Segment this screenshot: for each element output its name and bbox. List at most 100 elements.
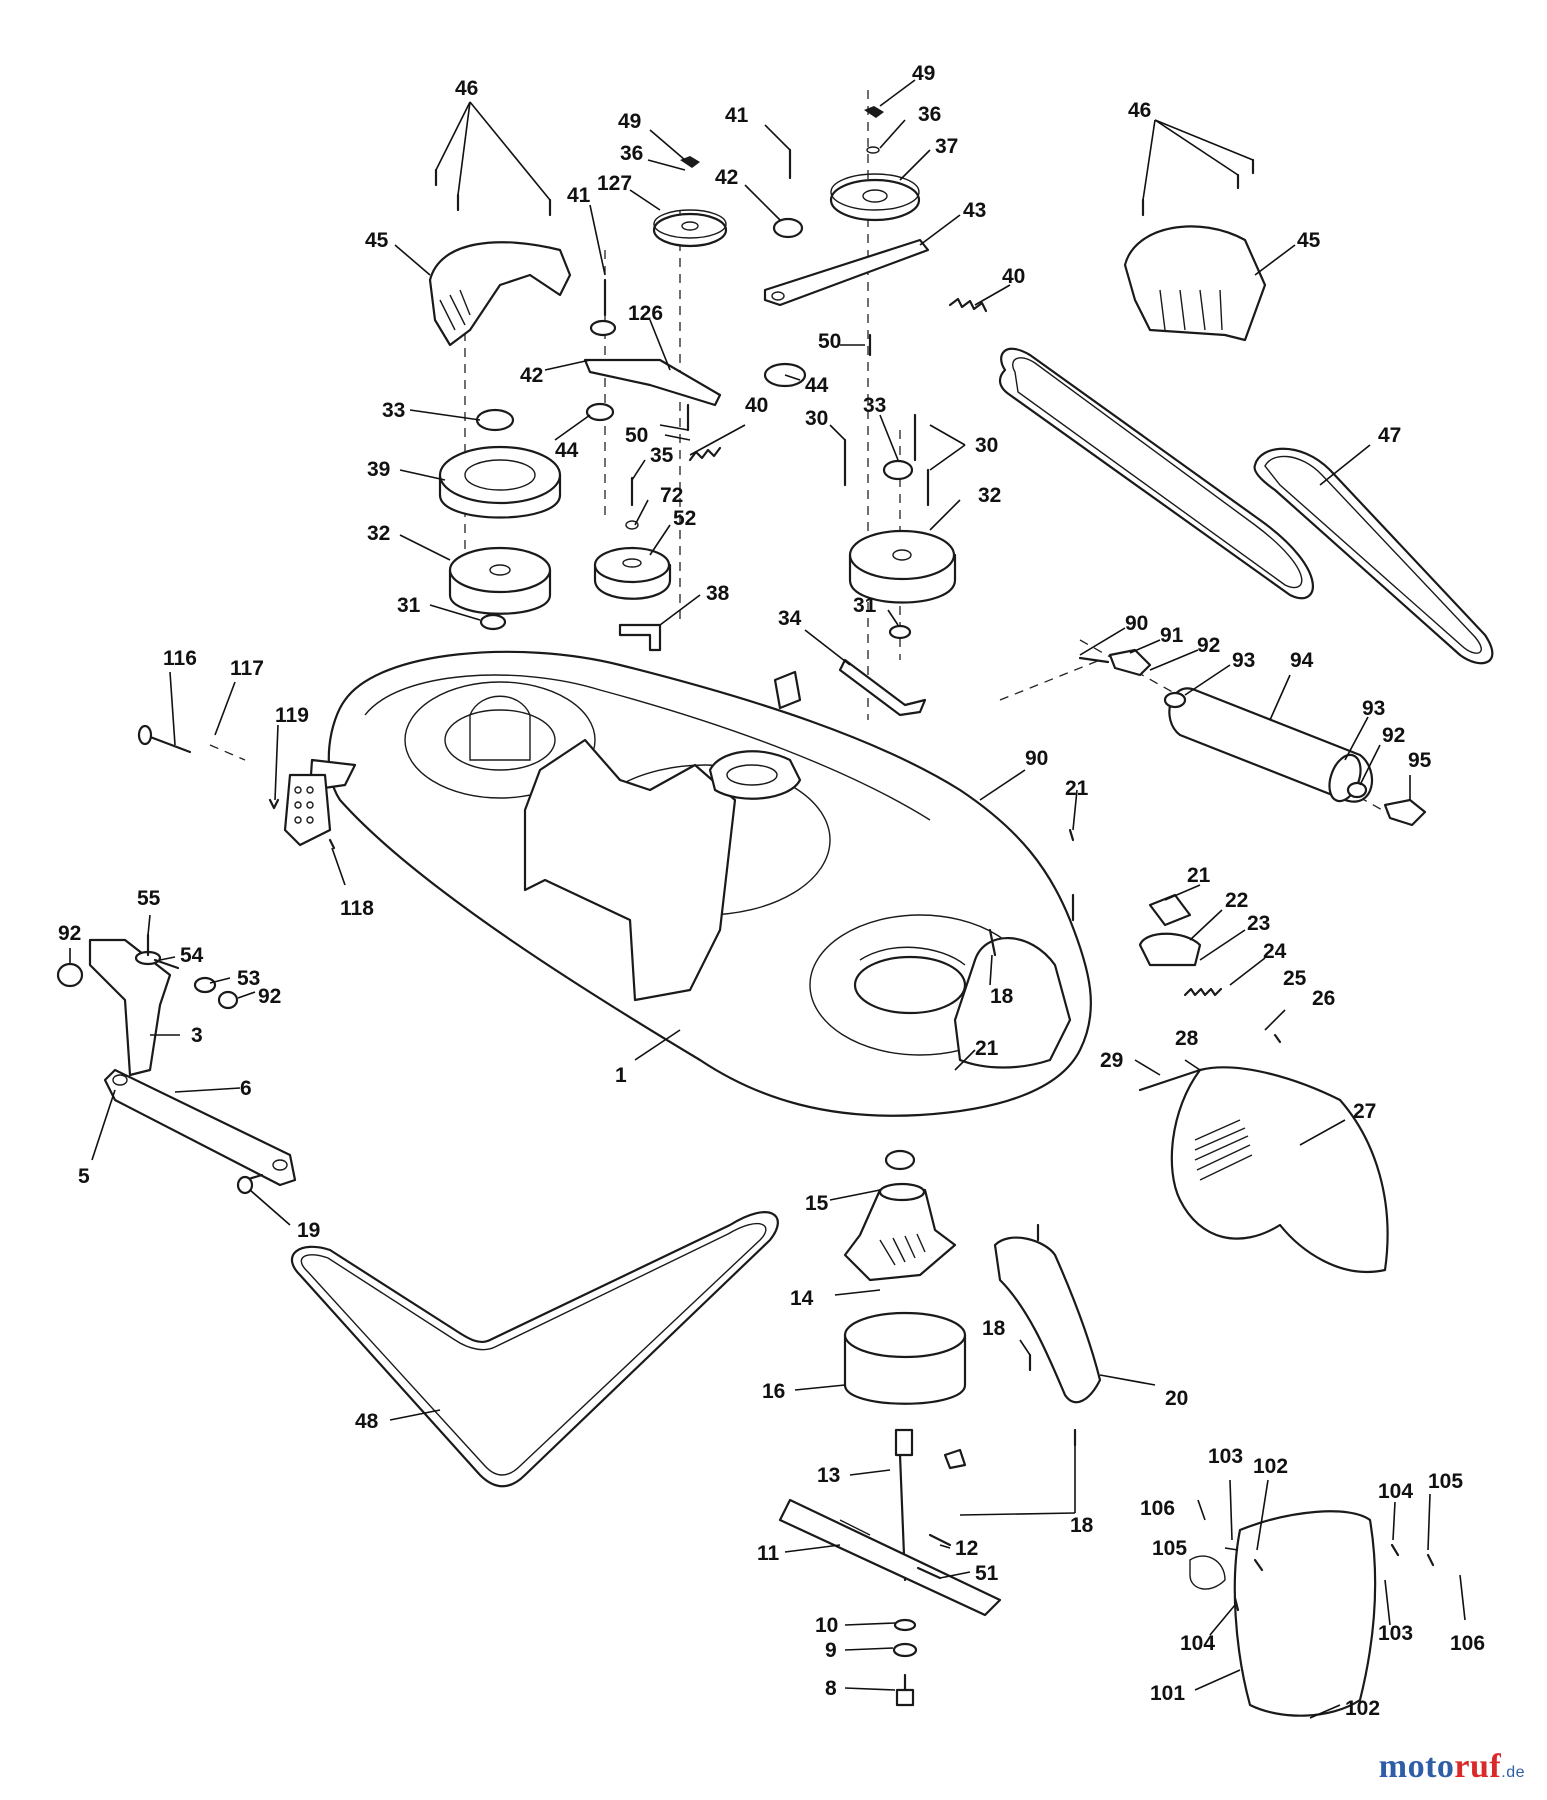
callout-24: 24 [1263,940,1287,963]
callout-90-top: 90 [1125,612,1148,635]
callout-101: 101 [1150,1682,1185,1705]
callout-33-left: 33 [382,399,405,422]
callout-18-top: 18 [990,985,1014,1008]
belt-cover-right [1123,158,1267,342]
callout-118: 118 [340,897,374,920]
washer-72 [625,520,639,530]
anti-scalp-roller-94 [1078,648,1427,827]
callout-90-lower: 90 [1025,747,1048,770]
callout-48: 48 [355,1410,379,1433]
callout-103-right: 103 [1378,1622,1413,1645]
callout-30-left: 30 [805,407,828,430]
callout-44-left: 44 [555,439,579,462]
callout-102-top: 102 [1253,1455,1288,1478]
pulley-39 [438,445,562,519]
callout-54: 54 [180,944,204,967]
bracket-38 [618,623,662,652]
callout-6: 6 [240,1077,252,1100]
callout-26: 26 [1312,987,1335,1010]
callout-39: 39 [367,458,390,481]
leader-lines [69,79,1466,1719]
watermark-part-ruf: ruf [1454,1748,1502,1785]
callout-25: 25 [1283,967,1307,990]
callout-102-bottom: 102 [1345,1697,1380,1720]
callout-labels: 46 45 41 49 36 127 41 42 49 36 37 43 46 … [58,62,1485,1720]
callout-32-left: 32 [367,522,390,545]
callout-14: 14 [790,1287,814,1310]
spindle-shaft-13 [894,1428,967,1582]
callout-119: 119 [275,704,309,727]
watermark-part-de: .de [1501,1764,1525,1781]
callout-5: 5 [78,1165,90,1188]
pin-116 [137,724,192,754]
spring-40-right [948,297,988,313]
callout-18-mid: 18 [982,1317,1006,1340]
callout-93-lower: 93 [1362,697,1385,720]
callout-37: 37 [935,135,958,158]
callout-117: 117 [230,657,264,680]
callout-72: 72 [660,484,683,507]
idler-bracket-126 [583,278,722,432]
callout-9: 9 [825,1639,837,1662]
callout-45-right: 45 [1297,229,1321,252]
pulley-32-right [848,529,957,640]
callout-42-top: 42 [715,166,738,189]
callout-21-bottom: 21 [975,1037,999,1060]
callout-52: 52 [673,507,696,530]
bracket-34 [838,658,927,717]
drive-belt-47 [998,347,1494,665]
callout-16: 16 [762,1380,785,1403]
callout-20: 20 [1165,1387,1188,1410]
spring-40-center [688,446,722,462]
callout-53: 53 [237,967,260,990]
bracket-small-upper [773,670,802,710]
callout-55: 55 [137,887,161,910]
callout-104-left: 104 [1180,1632,1215,1655]
callout-46-left: 46 [455,77,478,100]
callout-92-mid: 92 [258,985,281,1008]
callout-31-left: 31 [397,594,421,617]
lift-link-6 [103,1068,297,1195]
callout-3: 3 [191,1024,203,1047]
callout-33-right: 33 [863,394,886,417]
callout-126: 126 [628,302,663,325]
callout-50-right: 50 [818,330,841,353]
callout-35: 35 [650,444,674,467]
mulch-cover-101 [1189,1510,1435,1717]
bracket-22-23 [988,828,1223,997]
callout-41-left: 41 [567,184,591,207]
idler-pulley-37 [829,106,921,222]
callout-8: 8 [825,1677,837,1700]
callout-40-center: 40 [745,394,768,417]
callout-94: 94 [1290,649,1314,672]
callout-51: 51 [975,1562,999,1585]
callout-11: 11 [757,1542,780,1565]
callout-41-center: 41 [725,104,749,127]
callout-49-left: 49 [618,110,641,133]
callout-34: 34 [778,607,802,630]
callout-36-right: 36 [918,103,941,126]
callout-93-top: 93 [1232,649,1255,672]
callout-43: 43 [963,199,986,222]
discharge-chute-27 [1138,1033,1389,1273]
callout-50-center: 50 [625,424,648,447]
callout-18-bottom: 18 [1070,1514,1094,1537]
callout-13: 13 [817,1464,840,1487]
callout-40-right: 40 [1002,265,1025,288]
callout-38: 38 [706,582,730,605]
callout-47: 47 [1378,424,1401,447]
callout-30-right: 30 [975,434,998,457]
nut-33-right [882,459,914,481]
bolts-30 [843,413,930,507]
callout-22: 22 [1225,889,1248,912]
callout-95: 95 [1408,749,1432,772]
motoruf-watermark: motoruf.de [1379,1748,1525,1786]
blade-adapter-16 [843,1311,967,1405]
spindle-housing-14 [843,1149,957,1282]
watermark-part-moto: moto [1378,1748,1455,1785]
callout-27: 27 [1353,1100,1376,1123]
callout-49-right: 49 [912,62,935,85]
callout-15: 15 [805,1192,829,1215]
